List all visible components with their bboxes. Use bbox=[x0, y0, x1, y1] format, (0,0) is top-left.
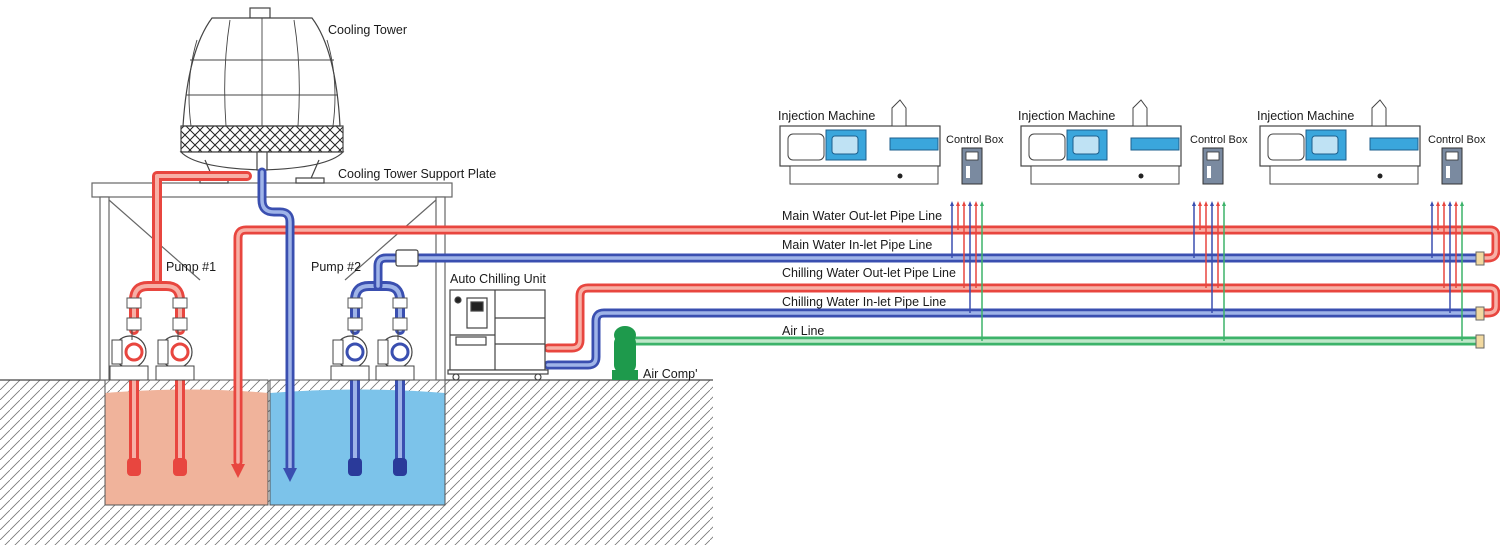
cold-suction-strainers bbox=[348, 458, 407, 476]
pump-unit bbox=[375, 297, 415, 381]
auto-chilling-unit bbox=[447, 289, 549, 381]
air-compressor bbox=[612, 326, 638, 380]
control-box bbox=[1202, 147, 1224, 185]
machine3-label: Injection Machine bbox=[1257, 109, 1355, 123]
main-out-line-label: Main Water Out-let Pipe Line bbox=[782, 209, 943, 223]
air-comp-label: Air Comp' bbox=[643, 367, 698, 381]
pumps bbox=[109, 297, 415, 381]
line-end-fittings bbox=[1475, 251, 1485, 349]
control-box3-label: Control Box bbox=[1428, 134, 1486, 146]
pump-unit bbox=[330, 297, 370, 381]
cooling-tower bbox=[179, 7, 345, 184]
hot-suction-strainers bbox=[127, 458, 187, 476]
pump1-label: Pump #1 bbox=[166, 260, 217, 274]
chill-out-line-label: Chilling Water Out-let Pipe Line bbox=[782, 266, 956, 280]
control-box2-label: Control Box bbox=[1190, 134, 1248, 146]
cold-water-piping bbox=[257, 167, 1483, 473]
pump-unit bbox=[109, 297, 149, 381]
air-line-label: Air Line bbox=[782, 324, 825, 338]
machine2-label: Injection Machine bbox=[1018, 109, 1116, 123]
machine-drop-lines bbox=[950, 201, 1464, 341]
injection-machines bbox=[779, 99, 1463, 185]
control-box bbox=[961, 147, 983, 185]
injection-machine bbox=[1259, 99, 1421, 185]
chill-in-line-label: Chilling Water In-let Pipe Line bbox=[782, 295, 947, 309]
chilling-water-piping bbox=[543, 283, 1500, 370]
auto-chilling-unit-label: Auto Chilling Unit bbox=[450, 272, 546, 286]
support-plate-label: Cooling Tower Support Plate bbox=[338, 167, 497, 181]
main-in-line-label: Main Water In-let Pipe Line bbox=[782, 238, 933, 252]
injection-machine bbox=[779, 99, 941, 185]
tower-support-frame bbox=[91, 182, 453, 381]
hot-water-piping bbox=[129, 171, 1500, 467]
cooling-tower-label: Cooling Tower bbox=[328, 23, 407, 37]
machine1-label: Injection Machine bbox=[778, 109, 876, 123]
pump-unit bbox=[155, 297, 195, 381]
pump2-label: Pump #2 bbox=[311, 260, 362, 274]
cold-line-valve bbox=[395, 249, 419, 267]
injection-machine bbox=[1020, 99, 1182, 185]
control-box1-label: Control Box bbox=[946, 134, 1004, 146]
control-box bbox=[1441, 147, 1463, 185]
